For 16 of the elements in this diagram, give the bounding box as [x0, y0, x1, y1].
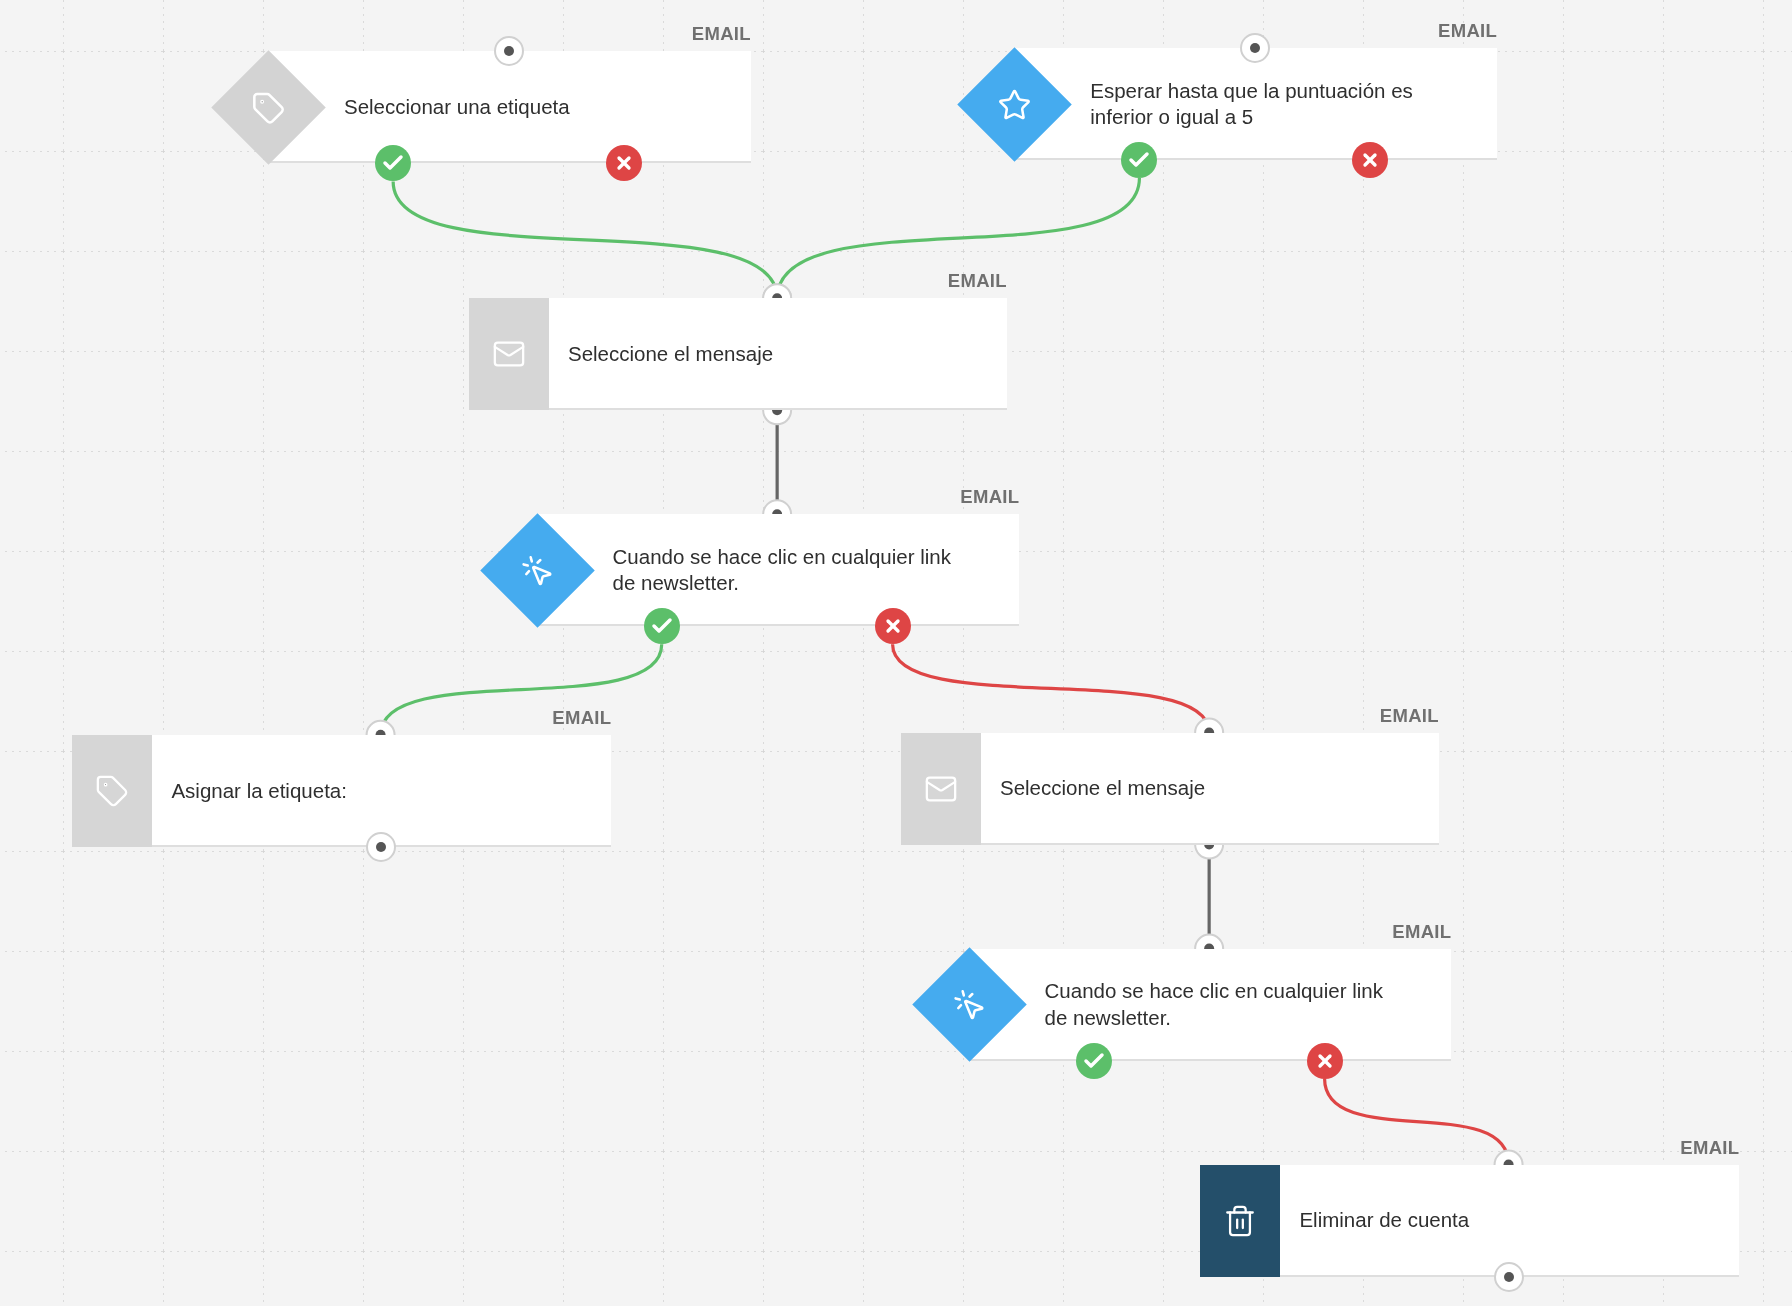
channel-label: EMAIL: [691, 23, 751, 46]
step-label: Cuando se hace clic en cualquier link de newsletter.: [1044, 978, 1384, 1031]
channel-label: EMAIL: [960, 486, 1020, 509]
channel-label: EMAIL: [947, 270, 1007, 293]
step-label: Esperar hasta que la puntuación es inferior o igual a 5: [1090, 77, 1414, 130]
step-label: Seleccione el mensaje: [568, 341, 774, 368]
step-label: Asignar la etiqueta:: [171, 777, 347, 804]
channel-label: EMAIL: [1680, 1136, 1740, 1159]
channel-label: EMAIL: [1379, 704, 1439, 727]
step-label: Cuando se hace clic en cualquier link de newsletter.: [612, 544, 952, 597]
channel-label: EMAIL: [552, 706, 612, 729]
channel-label: EMAIL: [1438, 20, 1498, 42]
step-label: Seleccione el mensaje: [1000, 775, 1206, 802]
step-label: Eliminar de cuenta: [1299, 1207, 1470, 1234]
step-label: Seleccionar una etiqueta: [344, 94, 570, 121]
channel-label: EMAIL: [1392, 920, 1452, 943]
